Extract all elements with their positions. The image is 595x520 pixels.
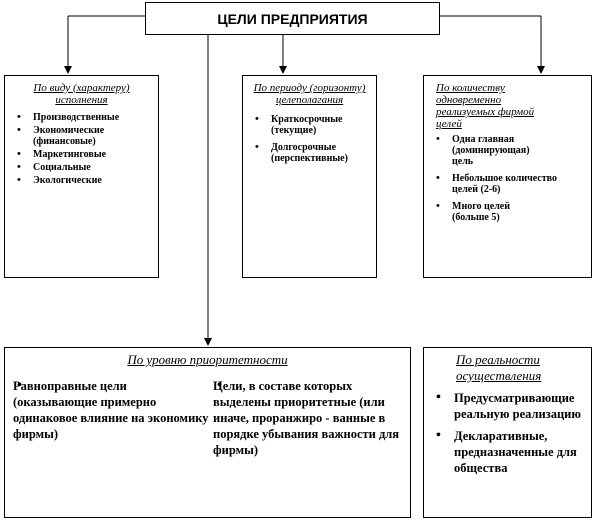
arrow-head-right	[537, 66, 545, 74]
list-item: Предусматривающие реальную реализацию	[428, 390, 587, 422]
node-by-priority: По уровню приоритетности Равноправные це…	[4, 347, 411, 518]
list-item: Небольшое количество целей (2-6)	[428, 173, 562, 195]
list-item: Экономические (финансовые)	[9, 125, 154, 147]
node-by-period-list: Краткосрочные (текущие) Долгосрочные (пе…	[247, 114, 372, 164]
list-item: Цели, в составе которых выделены приорит…	[209, 378, 404, 458]
node-by-type: По виду (характеру) исполнения Производс…	[4, 75, 159, 278]
node-by-priority-left-list: Равноправные цели (оказывающие примерно …	[9, 378, 209, 460]
arrow-head-bottom	[204, 338, 212, 346]
list-item: Краткосрочные (текущие)	[247, 114, 372, 136]
list-item: Экологические	[9, 175, 154, 186]
node-by-priority-header: По уровню приоритетности	[127, 352, 288, 367]
node-by-count: По количеству одновременно реализуемых ф…	[423, 75, 592, 278]
node-by-count-list: Одна главная (доминирующая) цель Небольш…	[428, 134, 587, 223]
list-item: Декларативные, предназначенные для общес…	[428, 428, 587, 476]
arrow-head-mid	[279, 66, 287, 74]
list-item: Много целей (больше 5)	[428, 201, 547, 223]
node-by-type-list: Производственные Экономические (финансов…	[9, 112, 154, 186]
node-by-count-header: По количеству одновременно реализуемых ф…	[436, 82, 535, 130]
list-item: Долгосрочные (перспективные)	[247, 142, 372, 164]
node-by-reality: По реальности осуществления Предусматрив…	[423, 347, 592, 518]
list-item: Равноправные цели (оказывающие примерно …	[9, 378, 209, 442]
node-by-period-header: По периоду (горизонту) целеполагания	[253, 82, 366, 106]
root-title: ЦЕЛИ ПРЕДПРИЯТИЯ	[217, 10, 368, 27]
root-node: ЦЕЛИ ПРЕДПРИЯТИЯ	[145, 2, 440, 35]
list-item: Маркетинговые	[9, 149, 154, 160]
node-by-type-header: По виду (характеру) исполнения	[33, 82, 130, 106]
arrow-head-left	[64, 66, 72, 74]
list-item: Социальные	[9, 162, 154, 173]
list-item: Производственные	[9, 112, 154, 123]
node-by-reality-header: По реальности осуществления	[456, 352, 542, 383]
node-by-period: По периоду (горизонту) целеполагания Кра…	[242, 75, 377, 278]
node-by-priority-right-list: Цели, в составе которых выделены приорит…	[209, 378, 404, 460]
list-item: Одна главная (доминирующая) цель	[428, 134, 547, 167]
node-by-reality-list: Предусматривающие реальную реализацию Де…	[428, 390, 587, 476]
